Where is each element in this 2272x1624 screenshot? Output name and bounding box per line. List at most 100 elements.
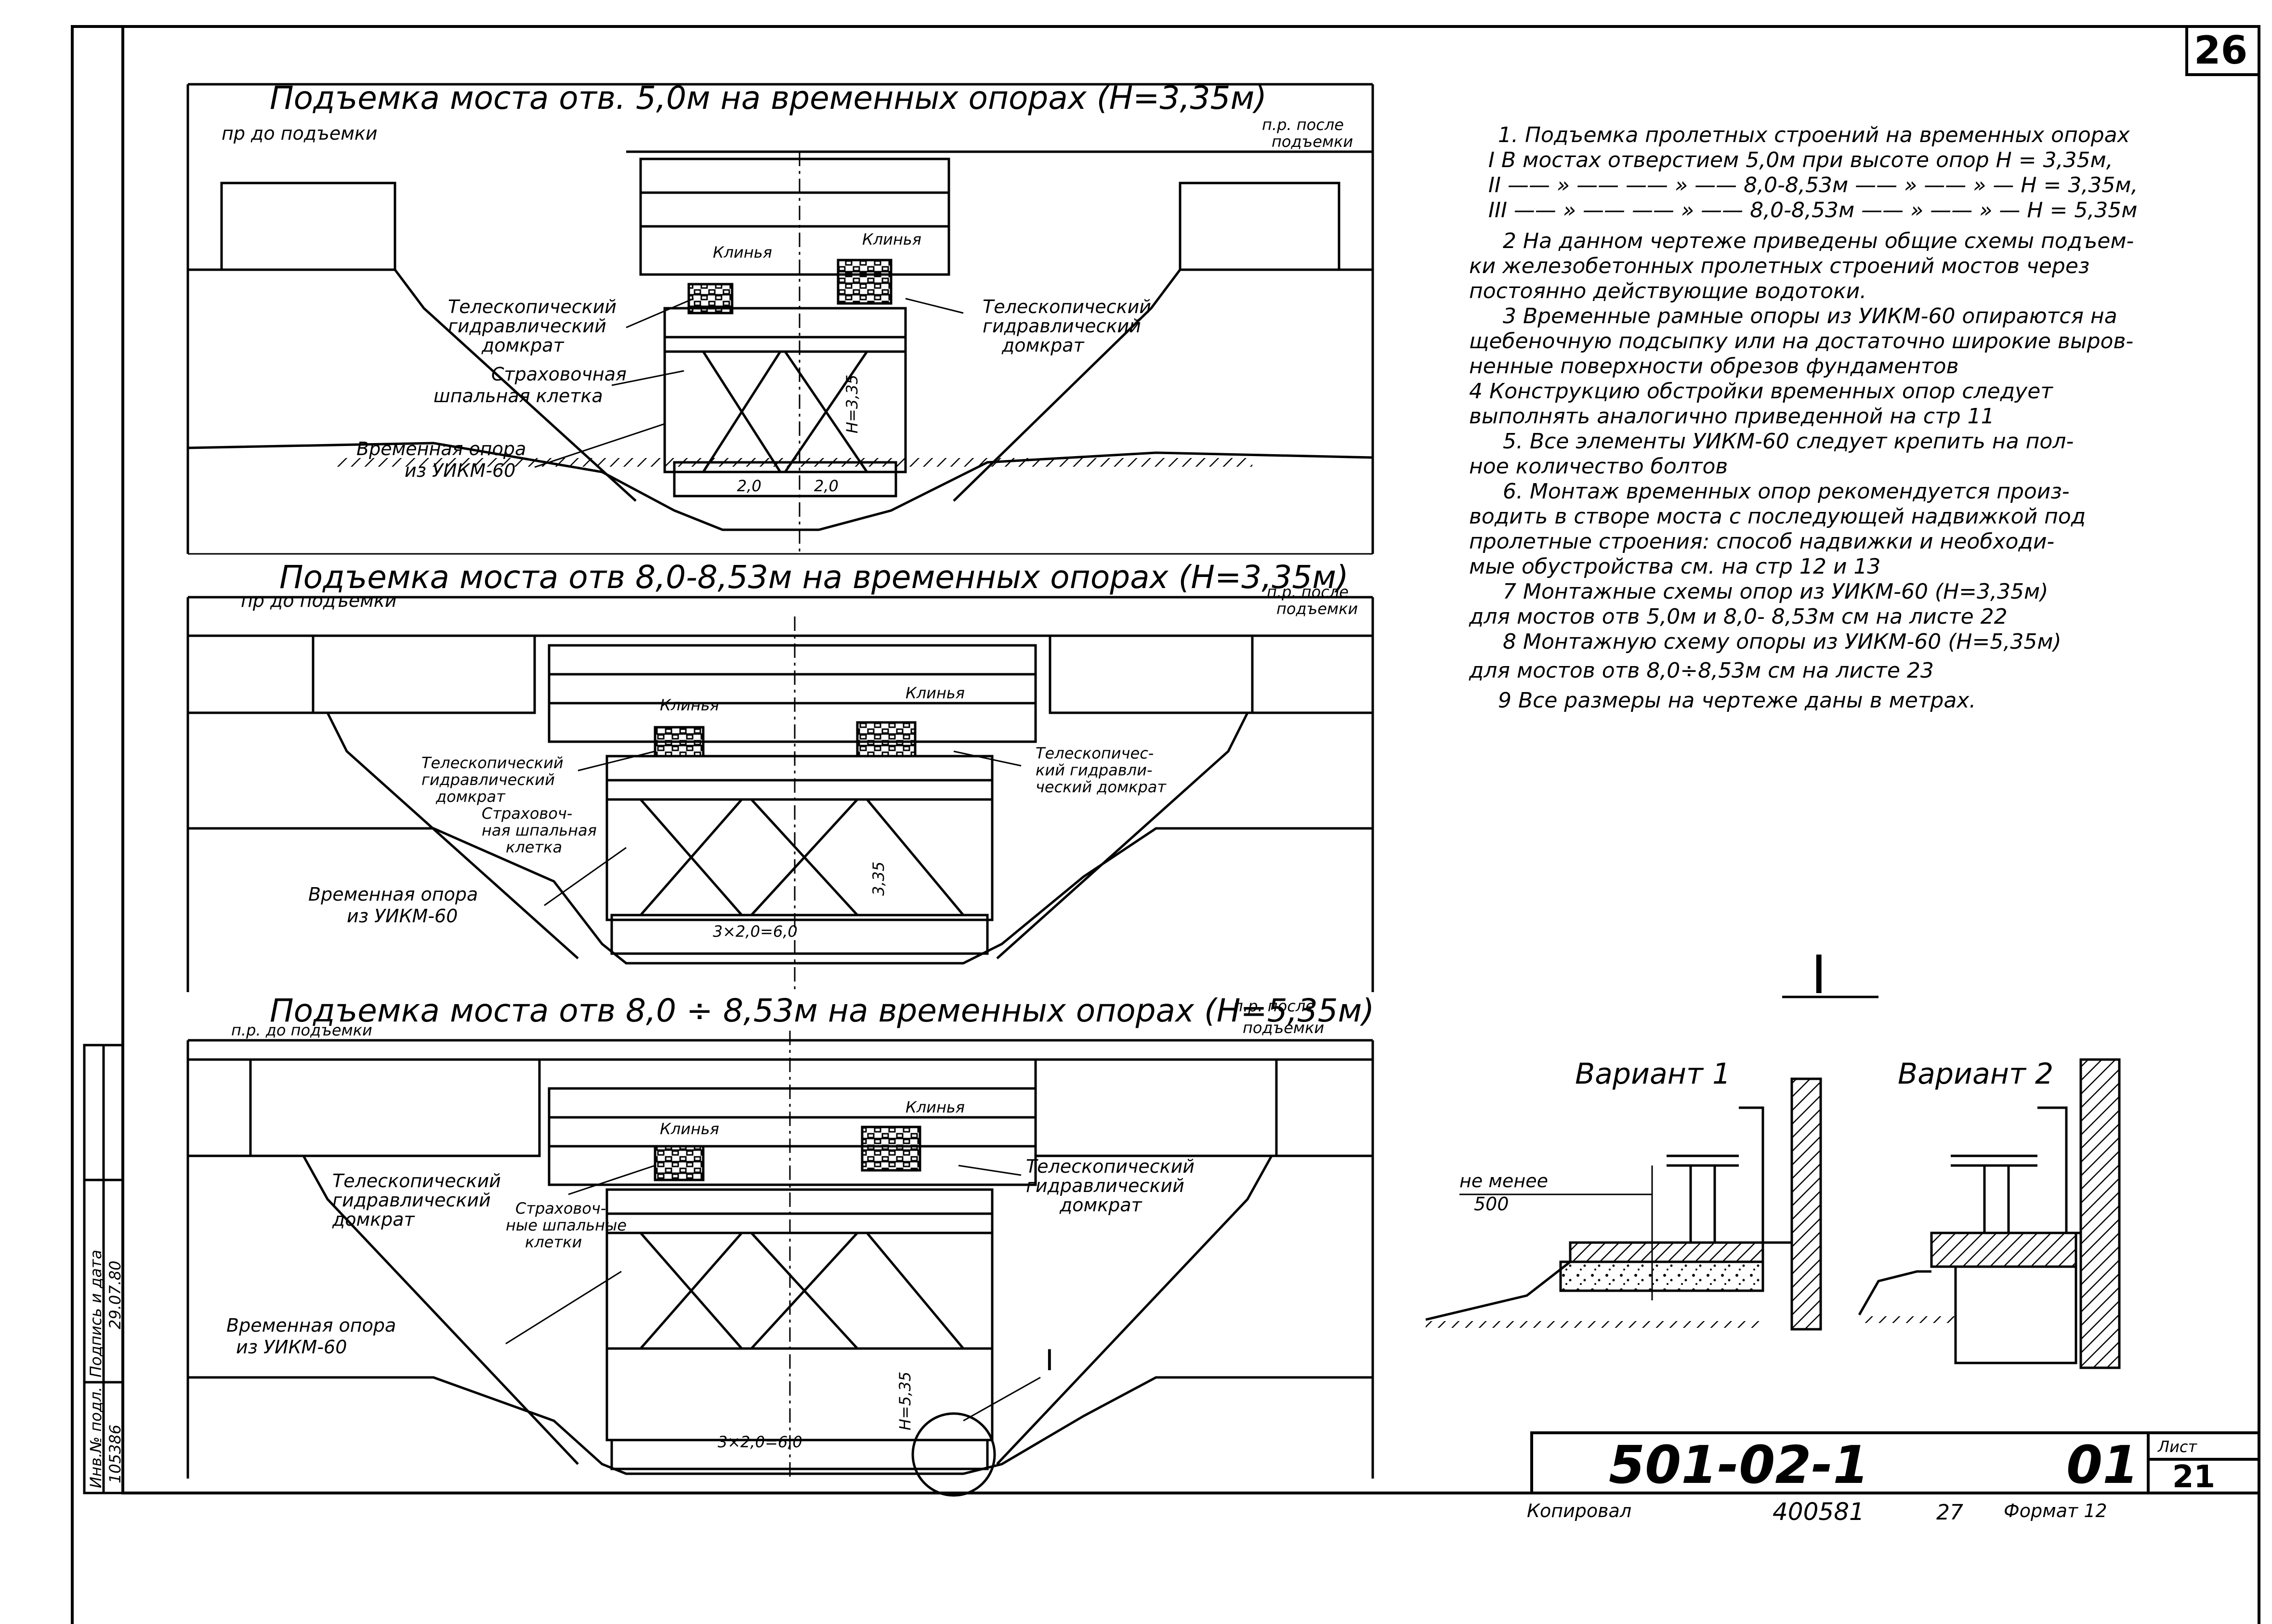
section-2-jack-right-1: Телескопичес-	[1036, 744, 1154, 762]
note-line: водить в створе моста с последующей надв…	[1469, 504, 2086, 529]
section-3-callout-mark: I	[1045, 1344, 1054, 1377]
section-3-dim-h: H=5,35	[896, 1371, 914, 1430]
note-line: 9 Все размеры на чертеже даны в метрах.	[1498, 688, 1976, 713]
section-3-wedges-right: Клинья	[906, 1098, 965, 1116]
note-line: щебеночную подсыпку или на достаточно ши…	[1469, 329, 2134, 354]
section-3-level-before: п.р. до подъемки	[231, 1021, 372, 1039]
section-2-dim-h: 3,35	[869, 861, 888, 896]
section-2-cage-1: Страховоч-	[482, 804, 573, 823]
section-1-cage-1: Страховочная	[491, 364, 627, 385]
footer-format: Формат 12	[2004, 1500, 2107, 1521]
detail-min-label-2: 500	[1474, 1193, 1509, 1215]
section-2-drawing	[186, 596, 1374, 992]
note-line: 5. Все элементы УИКМ-60 следует крепить …	[1503, 429, 2074, 454]
section-3-jack-right-2: гидравлический	[1026, 1175, 1184, 1196]
note-line: III —— » —— —— » —— 8,0-8,53м —— » —— » …	[1488, 198, 2138, 223]
side-stamp-sign: Подпись и дата	[87, 1249, 105, 1377]
section-1-cage-2: шпальная клетка	[433, 385, 603, 406]
section-3-cage-2: ные шпальные	[506, 1216, 627, 1234]
section-2-jack-left-3: домкрат	[436, 787, 505, 806]
section-1-jack-left-3: домкрат	[482, 335, 564, 356]
page-number: 26	[2194, 28, 2248, 73]
stamp-list-label: Лист	[2158, 1438, 2197, 1456]
note-line: 3 Временные рамные опоры из УИКМ-60 опир…	[1503, 304, 2117, 328]
footer-copied: Копировал	[1527, 1500, 1632, 1521]
detail-min-label-1: не менее	[1459, 1170, 1548, 1192]
section-1-dim-right: 2,0	[814, 477, 839, 495]
detail-variant-1: Вариант 1	[1575, 1057, 1731, 1091]
section-2-level-before: пр до подъемки	[241, 590, 397, 611]
section-2-support-2: из УИКМ-60	[347, 905, 458, 927]
note-line: 1. Подъемка пролетных строений на времен…	[1498, 123, 2130, 147]
section-3-wedges-left: Клинья	[660, 1120, 719, 1138]
section-2-cage-2: ная шпальная	[482, 821, 597, 839]
stamp-code: 501-02-1	[1609, 1435, 1869, 1495]
section-2-dim-bottom: 3×2,0=6,0	[713, 922, 798, 941]
section-3-dim-bottom: 3×2,0=6,0	[718, 1433, 802, 1451]
section-1-support-1: Временная опора	[356, 438, 526, 459]
footer-number: 400581	[1773, 1498, 1865, 1526]
detail-i-drawing	[1425, 995, 2121, 1369]
section-3-jack-right-3: домкрат	[1060, 1194, 1142, 1216]
detail-variant-2: Вариант 2	[1898, 1057, 2054, 1091]
note-line: пролетные строения: способ надвижки и не…	[1469, 529, 2055, 554]
note-line: II —— » —— —— » —— 8,0-8,53м —— » —— » —…	[1488, 173, 2138, 197]
section-3-support-2: из УИКМ-60	[236, 1336, 347, 1358]
section-3-drawing	[186, 1031, 1374, 1497]
stamp-sheet-code: 01	[2066, 1435, 2139, 1495]
section-1-jack-left-1: Телескопический	[448, 296, 617, 317]
section-1-jack-right-1: Телескопический	[983, 296, 1151, 317]
side-stamp-inv-num: 105386	[106, 1424, 124, 1483]
section-1-jack-right-2: гидравлический	[983, 315, 1141, 337]
side-stamp-date: 29.07.80	[106, 1260, 124, 1330]
section-3-title: Подъемка моста отв 8,0 ÷ 8,53м на времен…	[270, 992, 1375, 1029]
note-line: 4 Конструкцию обстройки временных опор с…	[1469, 379, 2053, 404]
note-line: для мостов отв 5,0м и 8,0- 8,53м см на л…	[1469, 604, 2008, 629]
section-3-cage-3: клетки	[525, 1233, 582, 1251]
side-stamp-inv: Инв.№ подл.	[87, 1387, 105, 1488]
note-line: 2 На данном чертеже приведены общие схем…	[1503, 229, 2134, 253]
section-3-jack-right-1: Телескопический	[1026, 1156, 1195, 1177]
section-2-support-1: Временная опора	[308, 884, 478, 905]
section-1-dim-left: 2,0	[737, 477, 762, 495]
note-line: для мостов отв 8,0÷8,53м см на листе 23	[1469, 658, 1934, 683]
section-3-jack-left-2: гидравлический	[332, 1190, 491, 1211]
note-line: мые обустройства см. на стр 12 и 13	[1469, 554, 1881, 579]
note-line: I В мостах отверстием 5,0м при высоте оп…	[1488, 148, 2113, 172]
side-stamp	[83, 1044, 124, 1494]
note-line: 6. Монтаж временных опор рекомендуется п…	[1503, 479, 2070, 504]
note-line: 8 Монтажную схему опоры из УИКМ-60 (H=5,…	[1503, 629, 2062, 654]
note-line: постоянно действующие водотоки.	[1469, 279, 1867, 303]
section-3-level-after-2: подъемки	[1243, 1019, 1325, 1037]
section-1-wedges-left: Клинья	[713, 243, 772, 262]
section-1-support-2: из УИКМ-60	[405, 460, 516, 481]
section-2-title: Подъемка моста отв 8,0-8,53м на временны…	[279, 559, 1349, 596]
section-1-jack-right-3: домкрат	[1002, 335, 1084, 356]
section-2-level-after-2: подъемки	[1276, 600, 1358, 618]
inner-frame	[121, 25, 2260, 1494]
section-1-jack-left-2: гидравлический	[448, 315, 606, 337]
stamp-list-number: 21	[2172, 1459, 2216, 1495]
note-line: ки железобетонных пролетных строений мос…	[1469, 254, 2090, 278]
note-line: ненные поверхности обрезов фундаментов	[1469, 354, 1959, 379]
section-3-cage-1: Страховоч-	[515, 1199, 606, 1218]
section-1-drawing	[186, 83, 1374, 555]
section-2-cage-3: клетка	[506, 838, 563, 856]
section-1-title: Подъемка моста отв. 5,0м на временных оп…	[270, 79, 1267, 117]
section-3-jack-left-1: Телескопический	[332, 1170, 501, 1192]
section-1-level-before: пр до подъемки	[222, 123, 378, 144]
section-3-jack-left-3: домкрат	[332, 1209, 415, 1230]
page-number-box	[2185, 25, 2260, 76]
section-1-level-after-2: подъемки	[1272, 132, 1353, 151]
section-1-wedges-right: Клинья	[862, 230, 921, 249]
section-2-jack-left-1: Телескопический	[421, 754, 564, 772]
note-line: выполнять аналогично приведенной на стр …	[1469, 404, 1995, 429]
section-2-jack-right-3: ческий домкрат	[1036, 778, 1167, 796]
section-3-support-1: Временная опора	[226, 1315, 396, 1336]
title-block	[1530, 1431, 2260, 1494]
section-1-dim-h: H=3,35	[843, 374, 861, 433]
footer-num2: 27	[1936, 1500, 1963, 1525]
section-1-level-after-1: п.р. после	[1262, 116, 1344, 134]
note-line: ное количество болтов	[1469, 454, 1728, 479]
